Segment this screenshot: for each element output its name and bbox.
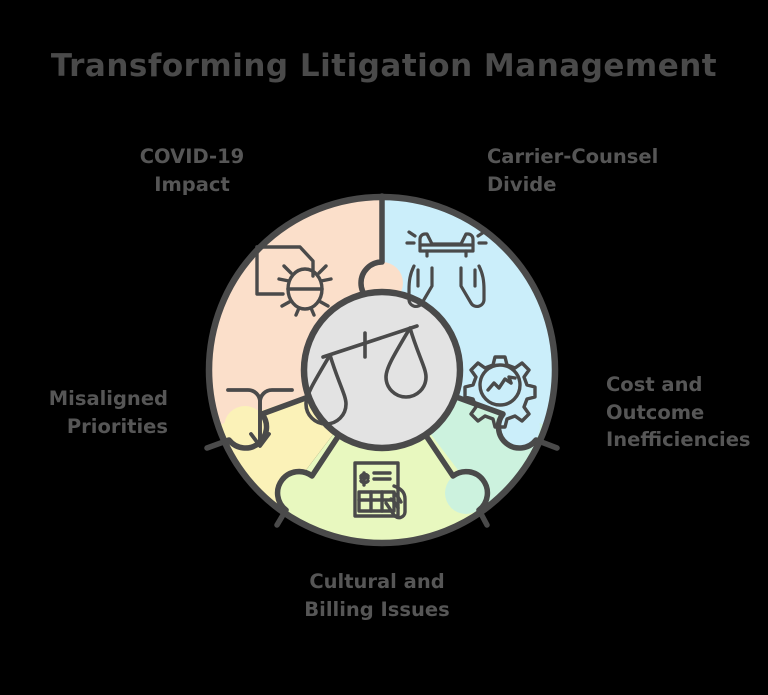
gear-with-trendline-icon (463, 355, 537, 429)
page-title: Transforming Litigation Management (50, 48, 718, 84)
center-hub[interactable] (300, 288, 464, 452)
document-with-virus-icon (255, 245, 333, 317)
puzzle-knob-right-lower (445, 472, 487, 514)
car-in-hands-icon (405, 230, 488, 309)
label-carrier-counsel-divide: Carrier-Counsel Divide (487, 145, 659, 196)
label-misaligned-priorities: Misaligned Priorities (48, 387, 168, 438)
outer-ring (205, 193, 559, 547)
converging-arrow-down-icon (226, 388, 294, 448)
puzzle-knob-right-upper (498, 406, 540, 448)
invoice-in-hand-icon (353, 461, 407, 520)
puzzle-knob-left-lower (278, 472, 320, 514)
scales-of-justice-icon (304, 324, 428, 426)
label-covid-19-impact: COVID-19 Impact (139, 145, 245, 196)
label-cost-outcome-inefficiencies: Cost and Outcome Inefficiencies (606, 373, 751, 452)
label-cultural-billing-issues: Cultural and Billing Issues (304, 570, 450, 621)
